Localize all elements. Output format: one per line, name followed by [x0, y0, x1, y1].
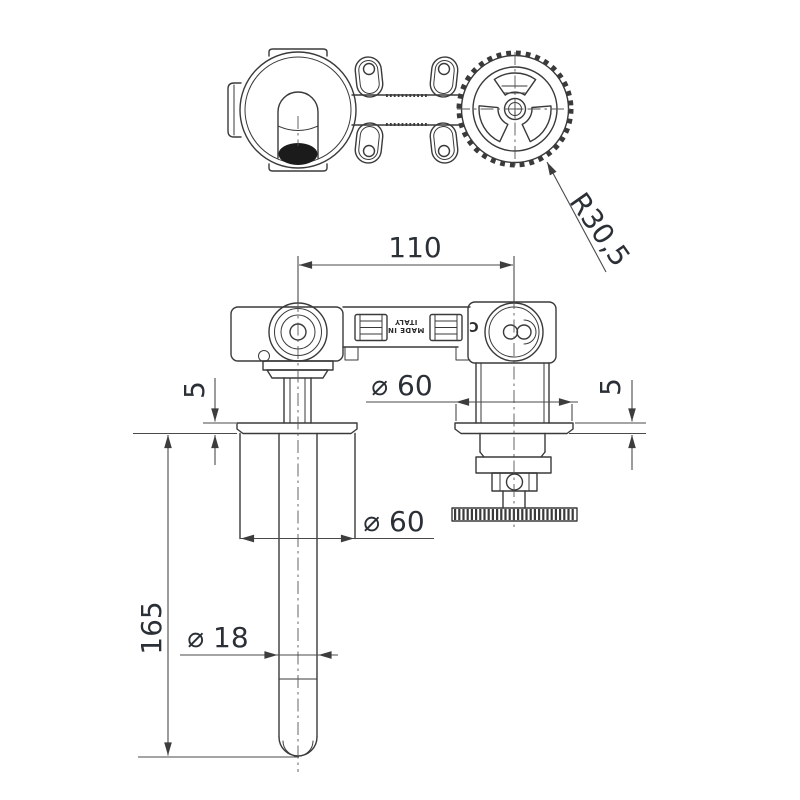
left-wall-assembly: [236, 299, 358, 772]
dimension-label-110: 110: [388, 231, 441, 264]
spout-opening: [278, 143, 318, 165]
bracket-lug: [429, 56, 459, 98]
made-in-line1: MADE IN: [388, 326, 425, 334]
right-wall-assembly: [451, 296, 578, 530]
spout-tube-top: [277, 91, 319, 165]
dimension-right-flange-diameter: ⌀ 60: [366, 369, 578, 421]
bracket-lug: [429, 122, 459, 164]
dimension-left-flange-thickness: 5: [178, 378, 236, 465]
dimension-label-d60-left: ⌀ 60: [363, 505, 424, 538]
pipe-connector: [429, 313, 463, 342]
dimension-right-flange-thickness: 5: [569, 378, 646, 470]
front-view: MADE IN ITALY Ɔ: [133, 231, 646, 772]
made-in-line2: ITALY: [394, 318, 417, 326]
handwheel-top: [456, 50, 574, 168]
pipe-connector: [354, 313, 388, 342]
mounting-bracket-top: [351, 56, 463, 164]
dimension-left-flange-diameter: ⌀ 60: [240, 505, 434, 543]
dimension-pipe-length: 165: [133, 432, 299, 758]
dimension-label-165: 165: [135, 601, 168, 654]
left-valve-front: [258, 302, 328, 362]
left-wall-flange: [236, 422, 358, 435]
spout-body-top: [227, 48, 357, 172]
dimension-label-5-right: 5: [594, 378, 627, 396]
dimension-pipe-diameter: ⌀ 18: [180, 621, 338, 659]
handwheel-side: [451, 507, 578, 522]
dimension-label-d18: ⌀ 18: [187, 621, 248, 654]
bracket-lug: [354, 122, 384, 164]
made-in-italy-marking: MADE IN ITALY: [388, 318, 425, 334]
right-wall-flange: [454, 422, 574, 435]
dimension-center-distance: 110: [297, 231, 515, 303]
bracket-lug: [354, 56, 384, 98]
dimension-handwheel-radius: R30,5: [546, 161, 637, 273]
dimension-label-d60-right: ⌀ 60: [371, 369, 432, 402]
dimension-label-5-left: 5: [178, 381, 211, 399]
conformity-mark: Ɔ: [469, 321, 479, 336]
